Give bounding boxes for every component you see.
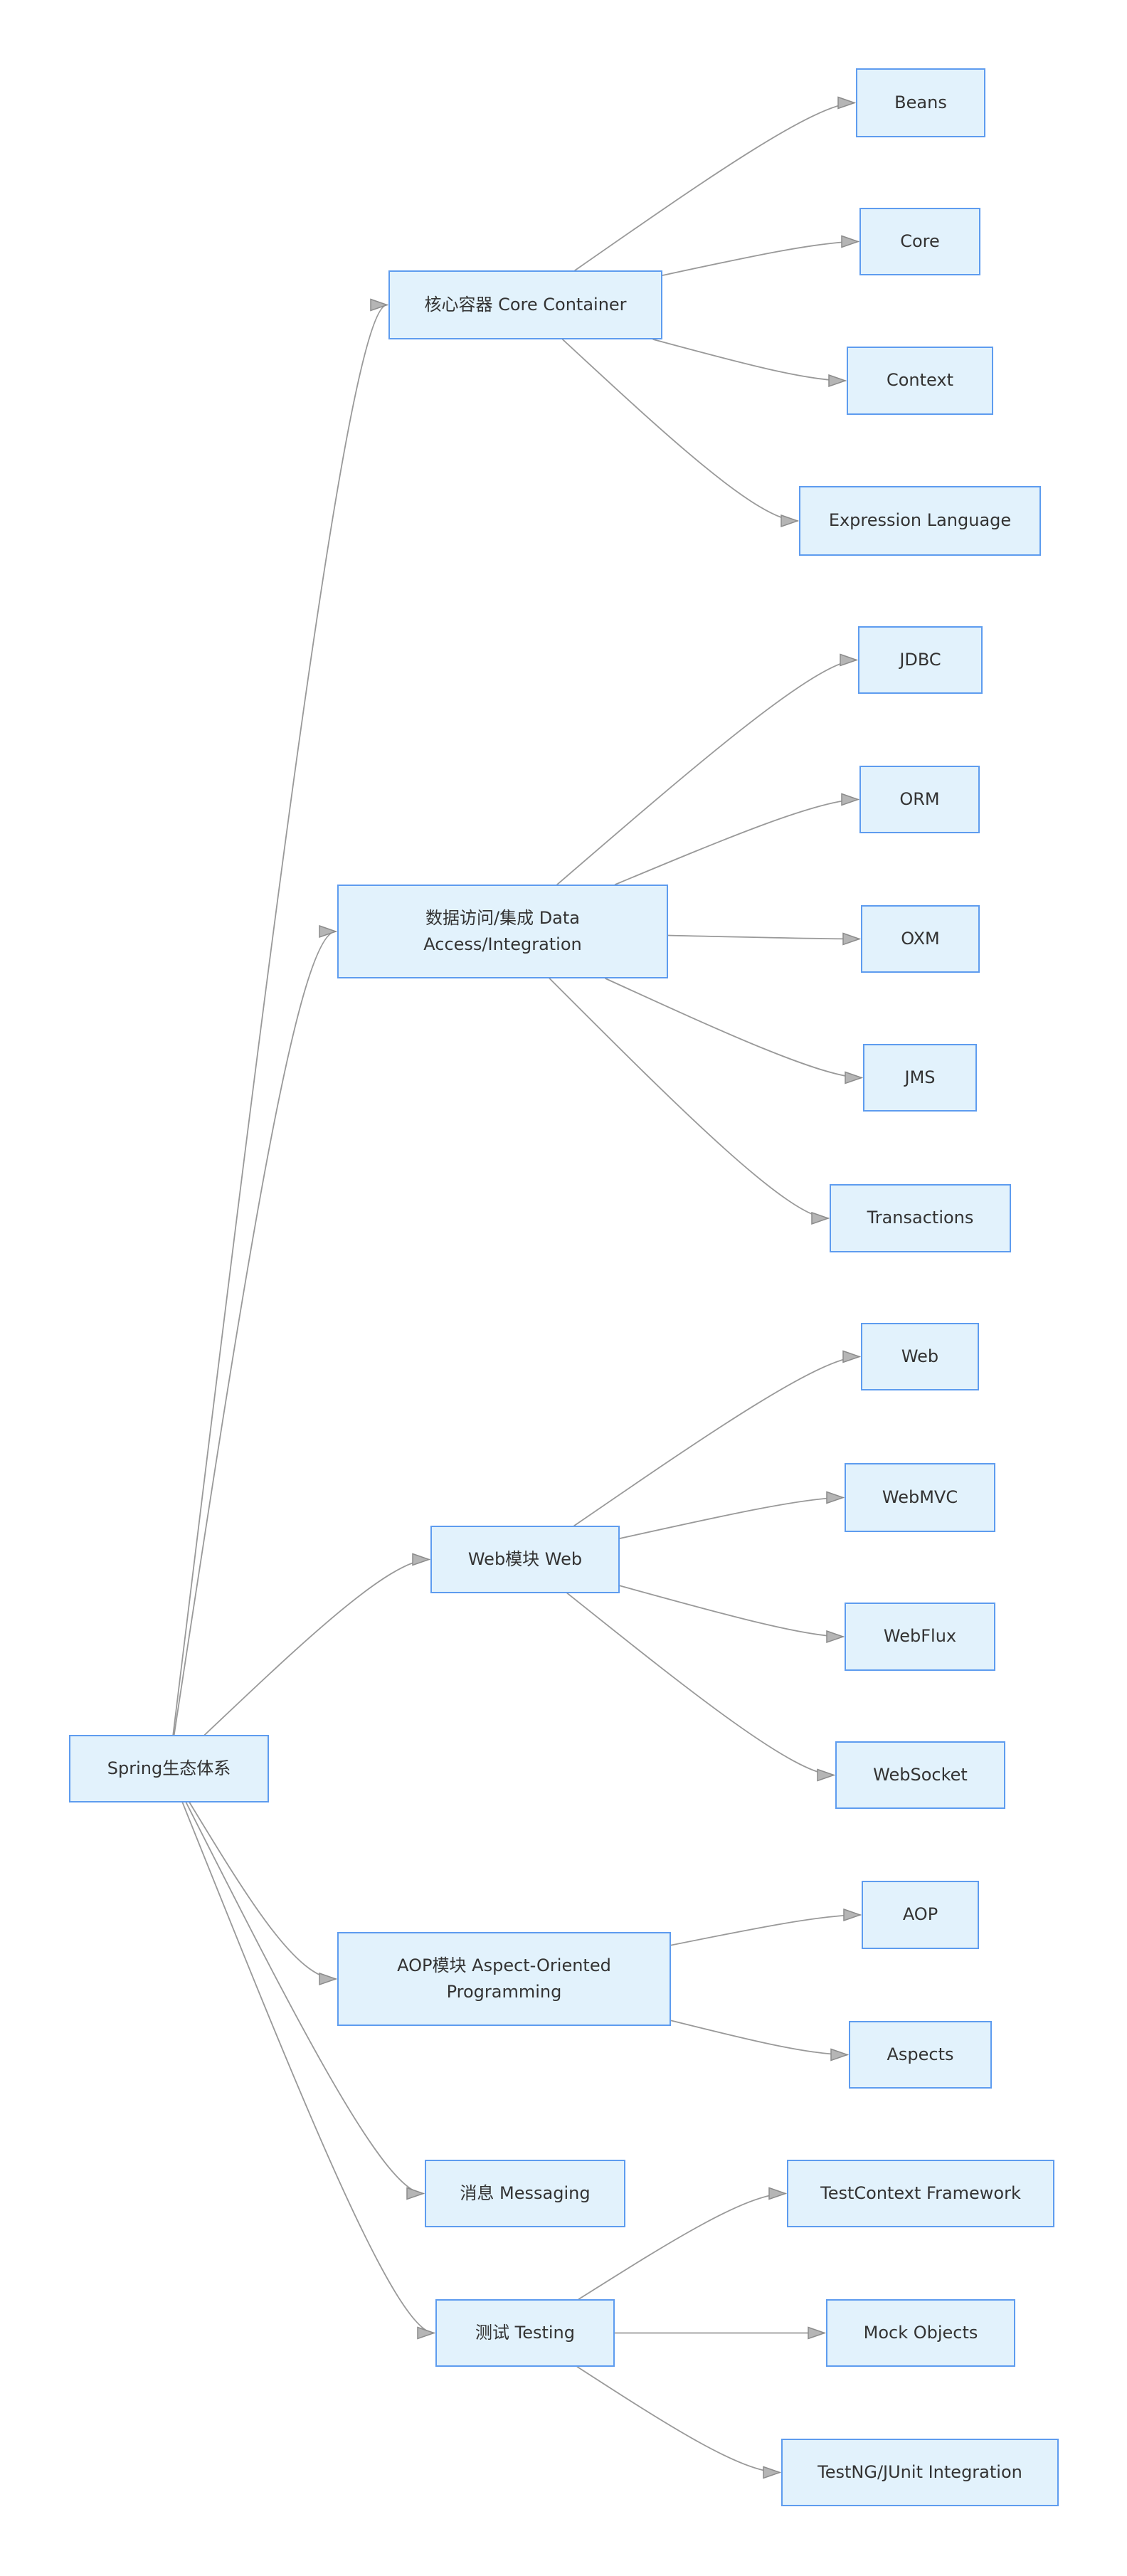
- edge-root-messaging: [185, 1802, 425, 2200]
- node-core: Core: [859, 208, 980, 275]
- node-label: Expression Language: [828, 510, 1012, 531]
- edge-data-access-transactions: [549, 978, 830, 1225]
- edge-root-core-container: [172, 298, 389, 1736]
- node-label: TestContext Framework: [820, 2182, 1021, 2203]
- node-beans: Beans: [856, 68, 985, 137]
- node-websocket: WebSocket: [835, 1741, 1005, 1809]
- node-label: Context: [886, 370, 954, 391]
- node-context: Context: [847, 347, 993, 415]
- node-messaging: 消息 Messaging: [425, 2160, 625, 2227]
- node-label: WebSocket: [873, 1764, 968, 1785]
- edge-web-module-webmvc: [619, 1491, 845, 1539]
- node-testcontext: TestContext Framework: [787, 2160, 1054, 2227]
- node-aop: AOP: [862, 1881, 979, 1949]
- node-jms: JMS: [863, 1044, 977, 1112]
- edge-aop-module-aspects: [670, 2020, 850, 2062]
- node-orm: ORM: [859, 766, 980, 833]
- edge-root-web-module: [203, 1553, 431, 1736]
- node-label: Web: [901, 1346, 939, 1366]
- edge-root-aop-module: [189, 1802, 338, 1986]
- node-label: Mock Objects: [863, 2322, 978, 2343]
- node-core-container: 核心容器 Core Container: [388, 270, 662, 339]
- edge-testing-testcontext: [578, 2187, 788, 2300]
- node-aspects: Aspects: [849, 2021, 992, 2089]
- node-webmvc: WebMVC: [845, 1463, 995, 1532]
- node-label: 数据访问/集成 Data Access/Integration: [423, 907, 582, 954]
- node-label: WebMVC: [882, 1487, 958, 1507]
- node-label: JDBC: [899, 649, 941, 670]
- node-web-module: Web模块 Web: [430, 1526, 620, 1593]
- node-label: AOP: [902, 1904, 938, 1925]
- node-label: Spring生态体系: [107, 1758, 231, 1778]
- edge-data-access-jdbc: [556, 653, 859, 885]
- edge-core-container-context: [652, 339, 847, 388]
- node-web: Web: [861, 1323, 979, 1390]
- node-aop-module: AOP模块 Aspect-Oriented Programming: [337, 1932, 671, 2026]
- node-label: Web模块 Web: [467, 1548, 583, 1569]
- edge-root-testing: [181, 1802, 436, 2340]
- node-label: TestNG/JUnit Integration: [818, 2461, 1022, 2482]
- node-data-access: 数据访问/集成 Data Access/Integration: [337, 885, 668, 978]
- node-transactions: Transactions: [830, 1184, 1011, 1252]
- node-label: Aspects: [887, 2044, 954, 2064]
- node-label: OXM: [901, 928, 940, 949]
- edge-core-container-expression-language: [561, 339, 800, 528]
- edge-web-module-web: [573, 1350, 862, 1526]
- node-testng: TestNG/JUnit Integration: [781, 2439, 1059, 2506]
- edge-testing-testng: [576, 2366, 782, 2479]
- node-label: Beans: [894, 92, 947, 112]
- node-label: JMS: [904, 1067, 936, 1087]
- edge-data-access-jms: [605, 978, 864, 1084]
- edge-data-access-oxm: [667, 932, 862, 946]
- node-expression-language: Expression Language: [799, 486, 1041, 556]
- node-label: ORM: [899, 788, 940, 809]
- edge-core-container-beans: [574, 96, 857, 271]
- edge-core-container-core: [662, 235, 860, 276]
- node-label: 消息 Messaging: [460, 2182, 591, 2203]
- edge-aop-module-aop: [670, 1908, 862, 1946]
- node-label: WebFlux: [883, 1626, 957, 1647]
- edge-web-module-webflux: [619, 1585, 845, 1644]
- node-label: 核心容器 Core Container: [424, 294, 627, 315]
- node-mock-objects: Mock Objects: [826, 2299, 1015, 2367]
- node-label: AOP模块 Aspect-Oriented Programming: [397, 1955, 611, 2002]
- node-root: Spring生态体系: [69, 1735, 269, 1802]
- edge-root-data-access: [173, 925, 338, 1736]
- node-jdbc: JDBC: [858, 626, 983, 694]
- node-webflux: WebFlux: [845, 1603, 995, 1671]
- edge-group: [172, 96, 864, 2479]
- node-label: 测试 Testing: [475, 2322, 575, 2343]
- edge-data-access-orm: [614, 793, 860, 885]
- node-label: Transactions: [867, 1208, 974, 1228]
- node-label: Core: [900, 231, 940, 251]
- node-testing: 测试 Testing: [435, 2299, 615, 2367]
- node-oxm: OXM: [861, 905, 980, 973]
- edge-web-module-websocket: [566, 1593, 836, 1782]
